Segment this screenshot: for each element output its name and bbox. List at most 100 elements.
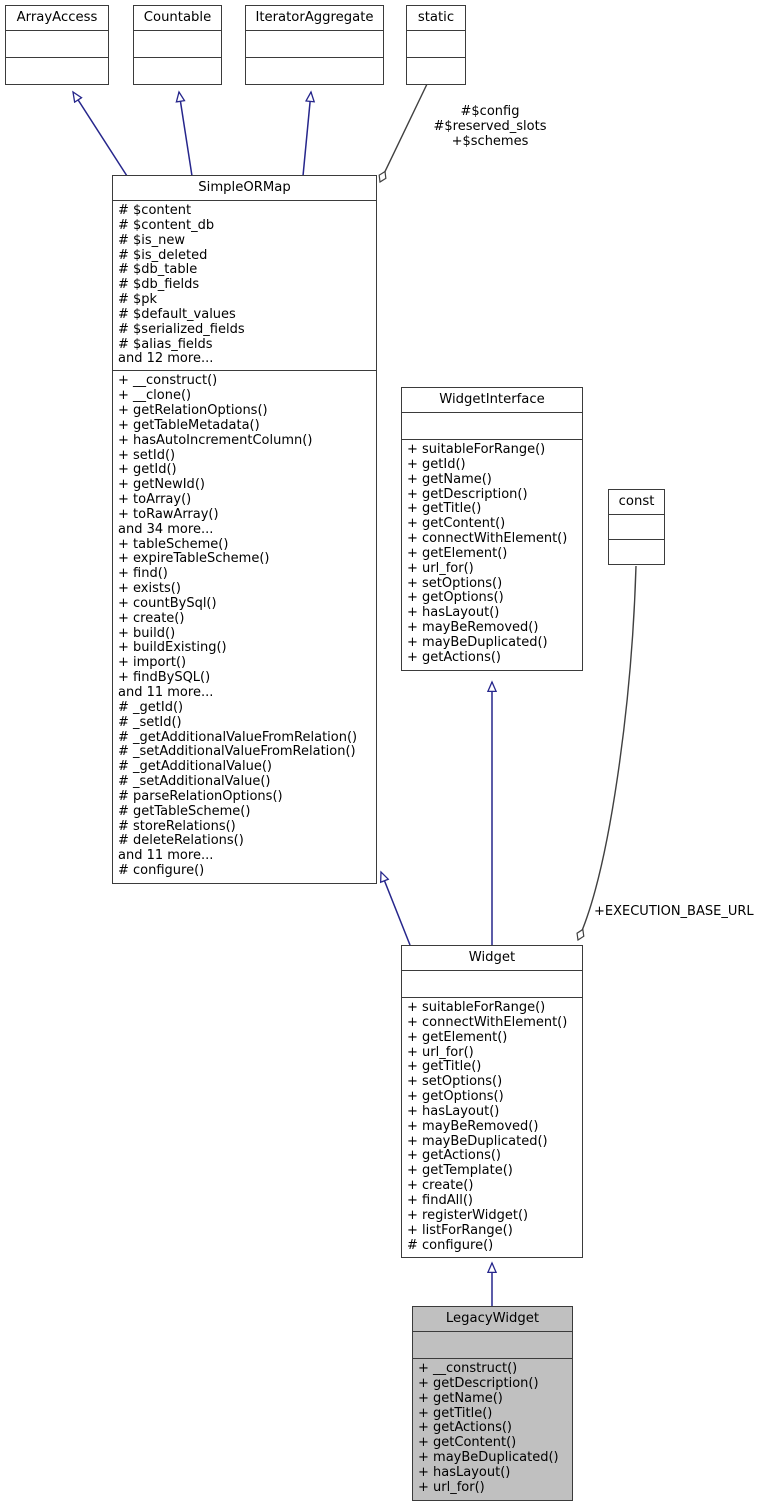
operation-row: + mayBeDuplicated() xyxy=(407,634,548,650)
attribute-row: # $is_deleted xyxy=(118,247,208,263)
class-title: static xyxy=(407,6,465,31)
operation-row: + findAll() xyxy=(407,1192,473,1208)
edge-label-const-aggregation: +EXECUTION_BASE_URL xyxy=(594,904,754,919)
operation-row: + getActions() xyxy=(418,1420,513,1436)
operation-row: + __clone() xyxy=(118,388,192,404)
class-attributes xyxy=(6,31,108,58)
class-attributes xyxy=(407,31,465,58)
operation-row: # configure() xyxy=(118,863,205,879)
operation-row: + getTitle() xyxy=(418,1405,493,1421)
operation-row: + suitableForRange() xyxy=(407,1000,546,1015)
operation-row: + connectWithElement() xyxy=(407,531,568,547)
operation-row: + url_for() xyxy=(418,1479,485,1495)
class-attributes xyxy=(609,515,664,540)
operation-row: + getOptions() xyxy=(407,1089,504,1105)
operation-row: + __construct() xyxy=(418,1361,518,1376)
operation-row: # getTableScheme() xyxy=(118,803,251,819)
attribute-row: # $content xyxy=(118,203,192,218)
class-attributes xyxy=(402,971,582,998)
operation-row: + getActions() xyxy=(407,649,502,665)
operation-row-more: and 11 more... xyxy=(118,685,214,700)
operation-row: + getId() xyxy=(407,456,466,472)
operation-row: # _getAdditionalValueFromRelation() xyxy=(118,729,358,745)
operation-row: + getRelationOptions() xyxy=(118,402,268,418)
operation-row: + getDescription() xyxy=(418,1375,539,1391)
class-attributes: # $content # $content_db # $is_new # $is… xyxy=(113,201,376,372)
operation-row: + toRawArray() xyxy=(118,506,219,522)
class-title: IteratorAggregate xyxy=(246,6,383,31)
class-box-widget[interactable]: Widget + suitableForRange() + connectWit… xyxy=(401,945,583,1259)
edge-simple-ormap-countable xyxy=(179,92,193,177)
operation-row: # configure() xyxy=(407,1237,494,1253)
operation-row: + mayBeRemoved() xyxy=(407,620,539,636)
edge-label-text: +EXECUTION_BASE_URL xyxy=(594,904,754,919)
operation-row: + __construct() xyxy=(118,373,218,389)
class-box-simple-ormap[interactable]: SimpleORMap # $content # $content_db # $… xyxy=(112,175,377,884)
class-operations xyxy=(6,58,108,84)
operation-row: + getOptions() xyxy=(407,590,504,606)
operation-row: + suitableForRange() xyxy=(407,442,546,457)
operation-row: + mayBeDuplicated() xyxy=(407,1133,548,1149)
class-box-widget-interface[interactable]: WidgetInterface + suitableForRange() + g… xyxy=(401,387,583,671)
operation-row: + create() xyxy=(118,610,185,626)
attribute-row: # $default_values xyxy=(118,306,236,322)
operation-row: + exists() xyxy=(118,581,181,597)
class-title: Countable xyxy=(134,6,221,31)
operation-row: + toArray() xyxy=(118,492,192,508)
class-title: SimpleORMap xyxy=(113,176,376,201)
operation-row: + connectWithElement() xyxy=(407,1014,568,1030)
operation-row: + countBySql() xyxy=(118,595,217,611)
operation-row: + getElement() xyxy=(407,545,508,561)
class-operations xyxy=(407,58,465,84)
attribute-row: # $db_fields xyxy=(118,277,200,293)
operation-row: + listForRange() xyxy=(407,1222,513,1238)
attribute-row: # $content_db xyxy=(118,217,215,233)
class-box-countable[interactable]: Countable xyxy=(133,5,222,85)
operation-row: + buildExisting() xyxy=(118,640,227,656)
class-box-static[interactable]: static xyxy=(406,5,466,85)
operation-row: + getName() xyxy=(418,1390,503,1406)
operation-row: + tableScheme() xyxy=(118,536,229,552)
edge-widget-simple-ormap xyxy=(381,872,411,946)
attribute-row: # $is_new xyxy=(118,232,186,248)
operation-row: # _setId() xyxy=(118,714,182,730)
operation-row: + findBySQL() xyxy=(118,670,211,686)
operation-row: + getTableMetadata() xyxy=(118,417,260,433)
operation-row: # _getAdditionalValue() xyxy=(118,759,272,775)
operation-row: + hasLayout() xyxy=(418,1464,511,1480)
operation-row: + getElement() xyxy=(407,1029,508,1045)
class-operations: + suitableForRange() + getId() + getName… xyxy=(402,440,582,670)
operation-row: + setId() xyxy=(118,447,176,463)
edge-const-widget xyxy=(576,565,637,942)
class-operations xyxy=(609,540,664,564)
operation-row: + getContent() xyxy=(407,516,506,532)
class-title: WidgetInterface xyxy=(402,388,582,413)
class-attributes xyxy=(246,31,383,58)
operation-row: + import() xyxy=(118,655,187,671)
attribute-row: # $pk xyxy=(118,292,158,308)
class-title: ArrayAccess xyxy=(6,6,108,31)
operation-row: + create() xyxy=(407,1178,474,1194)
operation-row: # _setAdditionalValueFromRelation() xyxy=(118,744,356,760)
class-title: const xyxy=(609,490,664,515)
operation-row: + getName() xyxy=(407,471,492,487)
operation-row: # storeRelations() xyxy=(118,818,236,834)
operation-row: + mayBeRemoved() xyxy=(407,1118,539,1134)
class-box-const[interactable]: const xyxy=(608,489,665,565)
class-box-legacy-widget[interactable]: LegacyWidget + __construct() + getDescri… xyxy=(412,1306,573,1501)
class-box-iterator-aggregate[interactable]: IteratorAggregate xyxy=(245,5,384,85)
class-operations: + __construct() + __clone() + getRelatio… xyxy=(113,371,376,883)
operation-row-more: and 11 more... xyxy=(118,848,214,864)
operation-row: + getTitle() xyxy=(407,1059,482,1075)
operation-row-more: and 34 more... xyxy=(118,521,214,537)
class-title: Widget xyxy=(402,946,582,971)
attribute-row: # $serialized_fields xyxy=(118,321,245,337)
operation-row: + expireTableScheme() xyxy=(118,551,270,567)
class-box-array-access[interactable]: ArrayAccess xyxy=(5,5,109,85)
operation-row: + registerWidget() xyxy=(407,1207,529,1223)
operation-row: + build() xyxy=(118,625,176,641)
class-operations: + suitableForRange() + connectWithElemen… xyxy=(402,998,582,1257)
operation-row: + getContent() xyxy=(418,1435,517,1451)
operation-row: + getTitle() xyxy=(407,501,482,517)
